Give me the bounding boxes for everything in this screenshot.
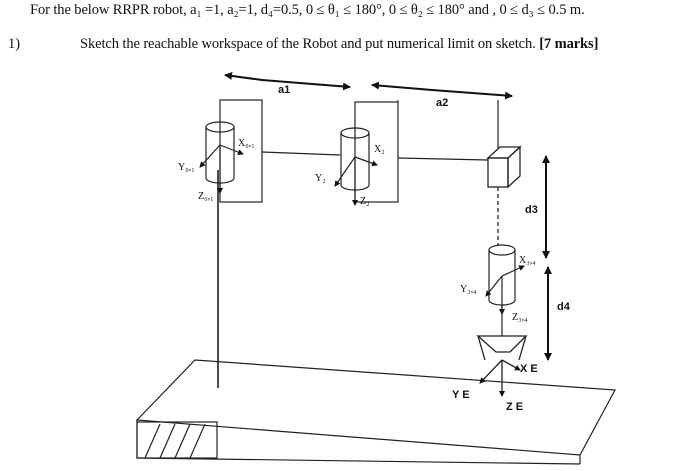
frame2-x-label: X₂ bbox=[374, 144, 385, 155]
question-number: 1) bbox=[8, 36, 21, 52]
prismatic-joint bbox=[486, 145, 522, 189]
link-2 bbox=[397, 157, 489, 161]
question-marks: [7 marks] bbox=[539, 36, 599, 52]
end-x-label: X E bbox=[520, 363, 538, 375]
frame34-y-label: Y₃,₄ bbox=[460, 284, 477, 295]
link-1 bbox=[261, 151, 341, 156]
joint-1 bbox=[199, 99, 263, 388]
link-length-arrows bbox=[224, 71, 513, 100]
ground-hatch-box bbox=[136, 421, 218, 459]
joint-3-4 bbox=[485, 244, 525, 336]
end-z-label: Z E bbox=[506, 401, 523, 413]
frame2-z-label: Z₂ bbox=[360, 196, 370, 207]
frame0-y-label: Y₀,₁ bbox=[178, 162, 195, 173]
problem-statement: For the below RRPR robot, a₁ =1, a₂=1, d… bbox=[30, 2, 585, 18]
frame0-z-label: Z₀,₁ bbox=[198, 191, 214, 202]
base-plate bbox=[135, 359, 616, 465]
end-y-label: Y E bbox=[452, 389, 470, 401]
joint-2 bbox=[334, 101, 399, 206]
dim-d4-label: d4 bbox=[557, 301, 571, 313]
question-text: Sketch the reachable workspace of the Ro… bbox=[80, 36, 675, 53]
dim-d3-label: d3 bbox=[525, 204, 538, 216]
offset-arrows bbox=[542, 155, 552, 361]
dim-a2-label: a2 bbox=[436, 97, 448, 109]
question-body: Sketch the reachable workspace of the Ro… bbox=[80, 36, 536, 52]
end-effector bbox=[476, 335, 528, 397]
frame2-y-label: Y₂ bbox=[315, 173, 326, 184]
dim-a1-label: a1 bbox=[278, 84, 290, 96]
frame0-x-label: X₀,₁ bbox=[238, 138, 255, 149]
frame34-x-label: X₃,₄ bbox=[519, 255, 536, 266]
frame34-z-label: Z₃,₄ bbox=[512, 312, 528, 323]
